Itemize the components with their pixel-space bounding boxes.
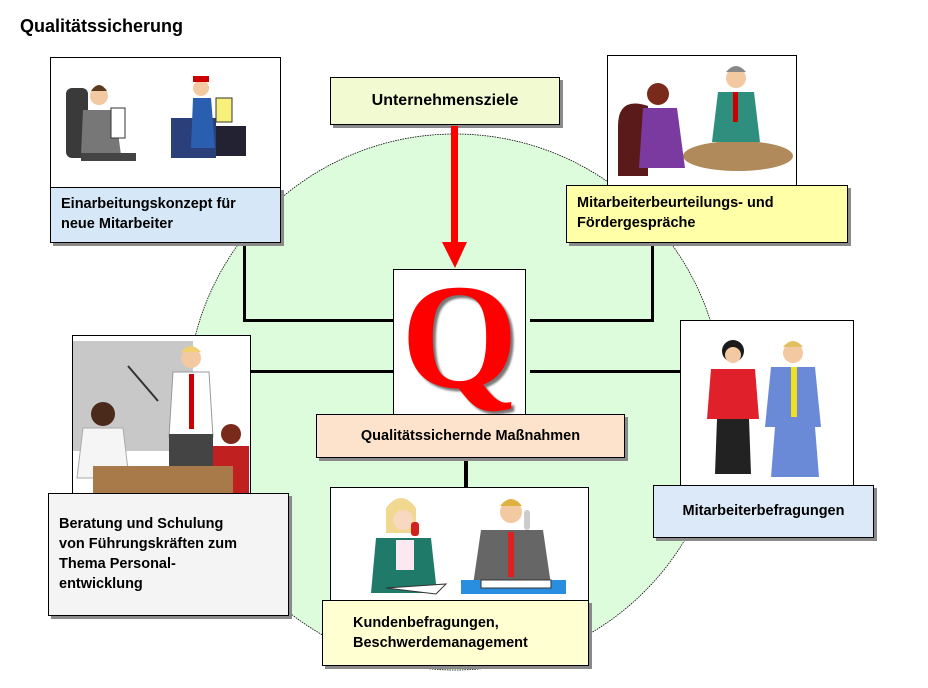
connector-line	[243, 242, 246, 322]
item-label: Fördergespräche	[577, 215, 696, 231]
connector-line	[243, 319, 394, 322]
connector-line	[250, 370, 394, 373]
item-label: Mitarbeiterbeurteilungs- und	[577, 195, 774, 211]
connector-line	[651, 242, 654, 322]
item-label: von Führungskräften zum	[59, 536, 238, 552]
customer-survey-box: Kundenbefragungen, Beschwerdemanagement	[322, 600, 589, 666]
item-label: entwicklung	[59, 576, 143, 592]
measures-label: Qualitätssichernde Maßnahmen	[360, 428, 581, 444]
goal-label: Unternehmensziele	[371, 92, 519, 109]
connector-line	[530, 319, 654, 322]
item-label: Mitarbeiterbefragungen	[682, 503, 845, 519]
office-workers-clipart	[50, 57, 281, 188]
item-label: neue Mitarbeiter	[61, 216, 173, 232]
two-people-talking-clipart	[680, 320, 854, 486]
item-label: Beschwerdemanagement	[353, 635, 528, 651]
item-label: Beratung und Schulung	[59, 516, 224, 532]
employee-survey-box: Mitarbeiterbefragungen	[653, 485, 874, 538]
q-symbol: Q	[401, 269, 518, 415]
presentation-clipart	[72, 335, 251, 494]
connector-line	[464, 457, 468, 488]
item-label: Kundenbefragungen,	[353, 615, 499, 631]
quality-logo: Q	[393, 269, 526, 415]
measures-box: Qualitätssichernde Maßnahmen	[316, 414, 625, 458]
leadership-training-box: Beratung und Schulung von Führungskräfte…	[48, 493, 289, 616]
connector-line	[530, 370, 680, 373]
item-label: Thema Personal-	[59, 556, 176, 572]
page-title: Qualitätssicherung	[20, 16, 184, 36]
onboarding-concept-box: Einarbeitungskonzept für neue Mitarbeite…	[50, 187, 281, 243]
arrow-down-icon	[442, 126, 467, 268]
telephone-clipart	[330, 487, 589, 601]
item-label: Einarbeitungskonzept für	[61, 196, 236, 212]
meeting-clipart	[607, 55, 797, 186]
goal-box: Unternehmensziele	[330, 77, 560, 125]
appraisal-talks-box: Mitarbeiterbeurteilungs- und Fördergespr…	[566, 185, 848, 243]
